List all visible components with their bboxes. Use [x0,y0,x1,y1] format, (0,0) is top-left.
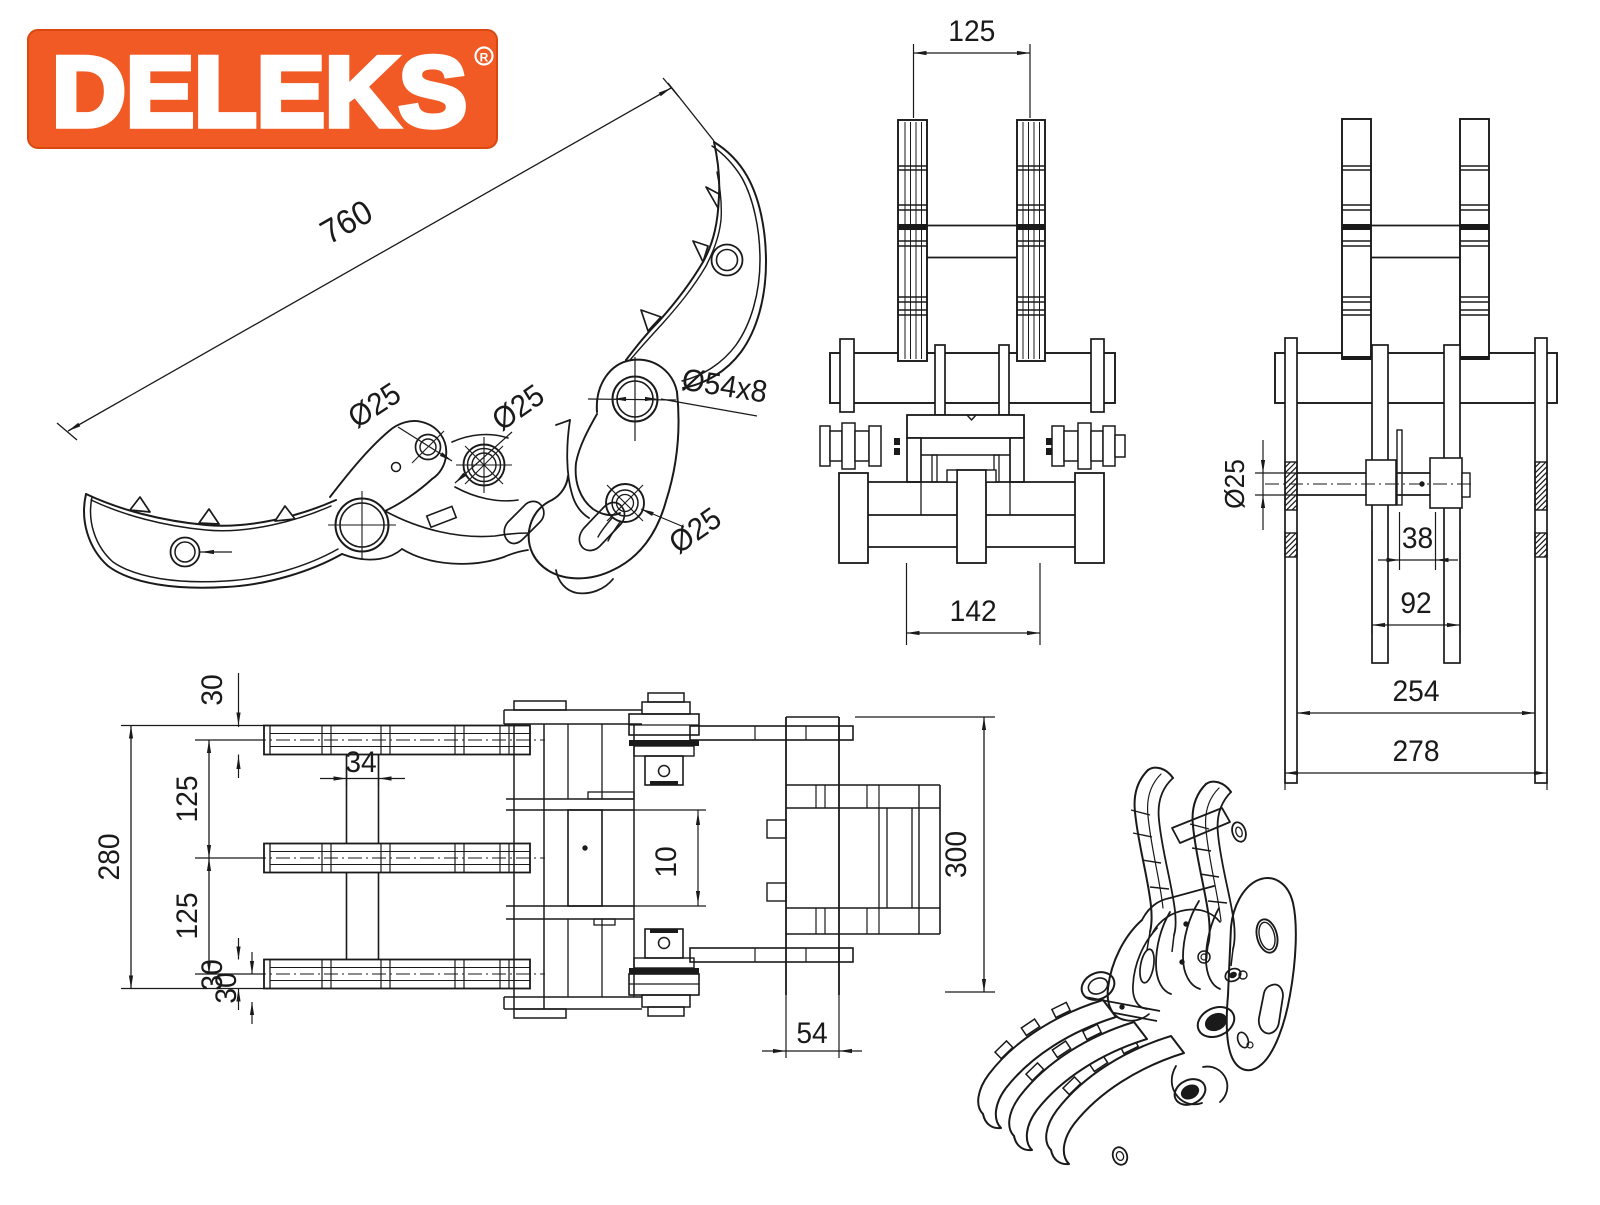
svg-text:54: 54 [796,1017,827,1050]
svg-text:142: 142 [950,595,997,628]
svg-text:30: 30 [196,674,229,705]
svg-text:38: 38 [1402,522,1433,555]
svg-text:278: 278 [1392,735,1439,768]
svg-text:92: 92 [1400,587,1431,620]
svg-text:34: 34 [345,746,376,779]
svg-text:254: 254 [1392,675,1439,708]
svg-text:125: 125 [171,775,204,822]
svg-text:Ø25: Ø25 [1218,459,1250,509]
svg-text:10: 10 [650,846,683,877]
svg-text:R: R [480,51,489,65]
svg-text:30: 30 [196,959,229,990]
svg-text:280: 280 [93,833,126,880]
svg-text:125: 125 [171,892,204,939]
svg-text:300: 300 [940,831,973,878]
svg-text:125: 125 [948,15,995,48]
svg-text:DELEKS: DELEKS [52,36,467,147]
svg-text:30: 30 [210,972,243,1003]
